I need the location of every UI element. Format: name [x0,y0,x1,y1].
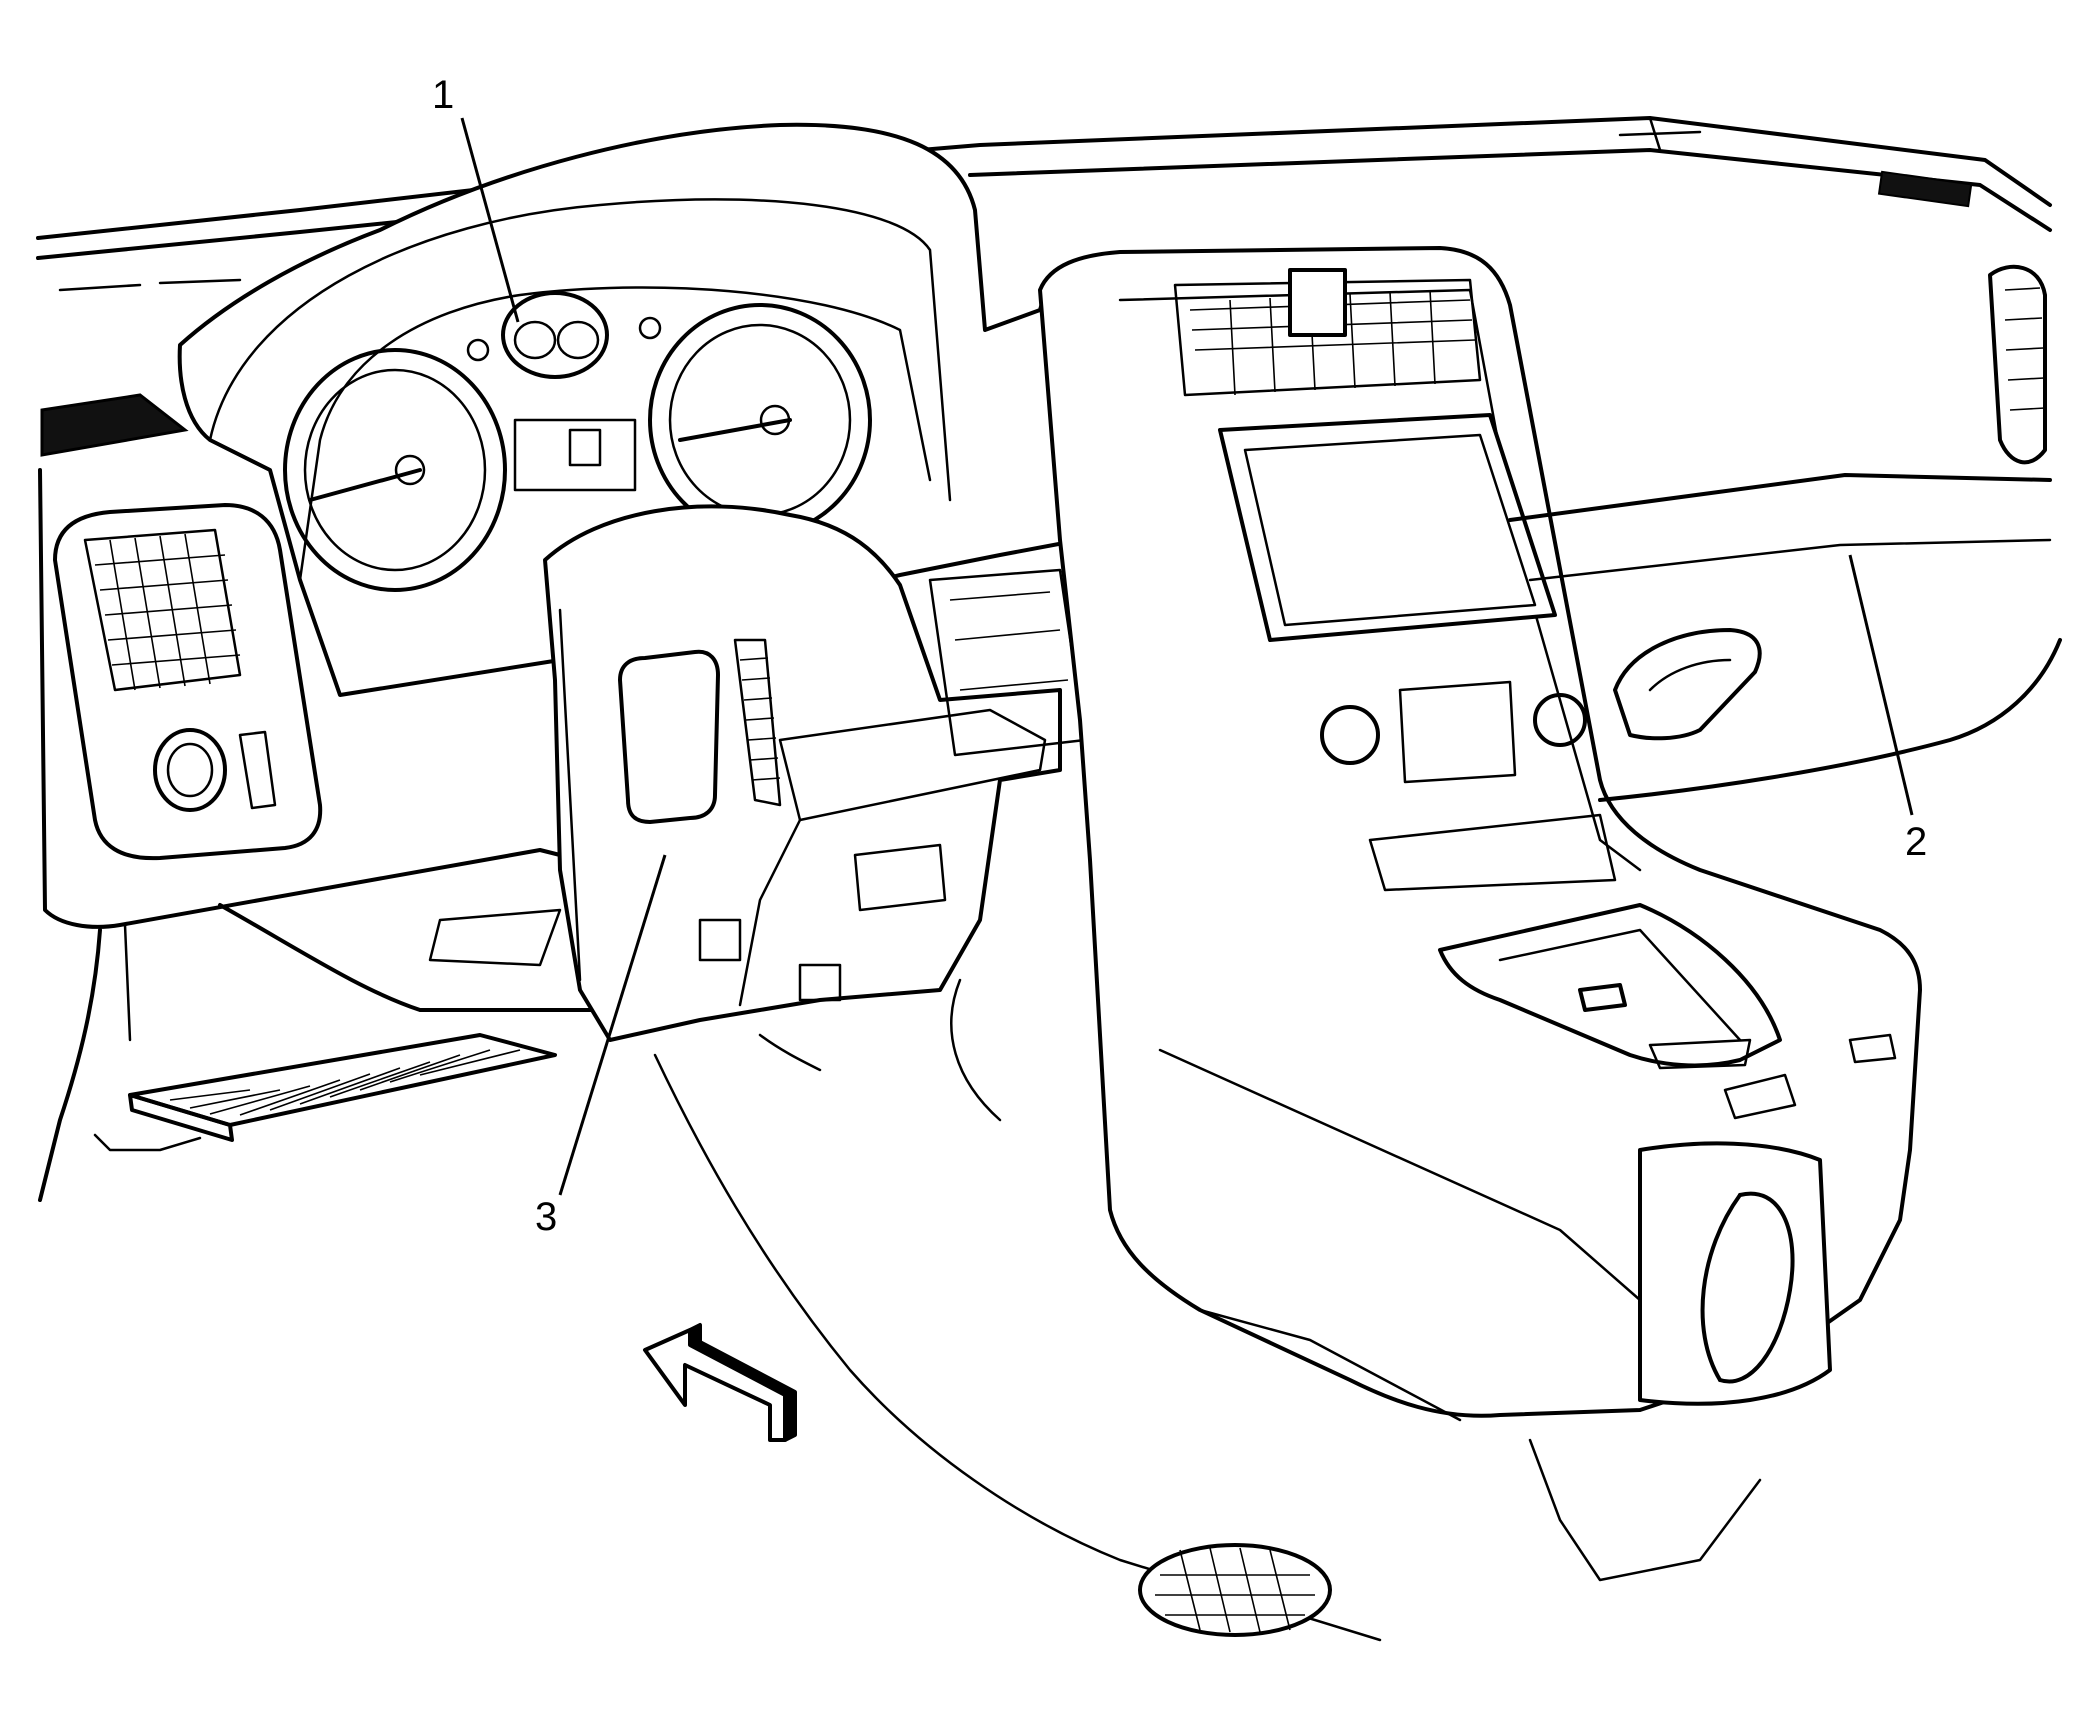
left-speaker-grille [40,393,189,457]
leader-lines [460,117,1914,1196]
callout-1-label: 1 [432,73,454,117]
floor-outline [653,978,1382,1642]
left-air-vent [53,503,323,861]
center-console [1038,246,1922,1637]
callout-3-label: 3 [535,1195,557,1239]
steering-column-module [543,504,1087,1042]
right-dash-panel [1508,264,2062,802]
lower-storage-tray [93,1033,557,1152]
left-lower-panel [38,468,602,1202]
callout-2-label: 2 [1905,820,1927,864]
front-direction-arrow-icon [643,1323,797,1442]
